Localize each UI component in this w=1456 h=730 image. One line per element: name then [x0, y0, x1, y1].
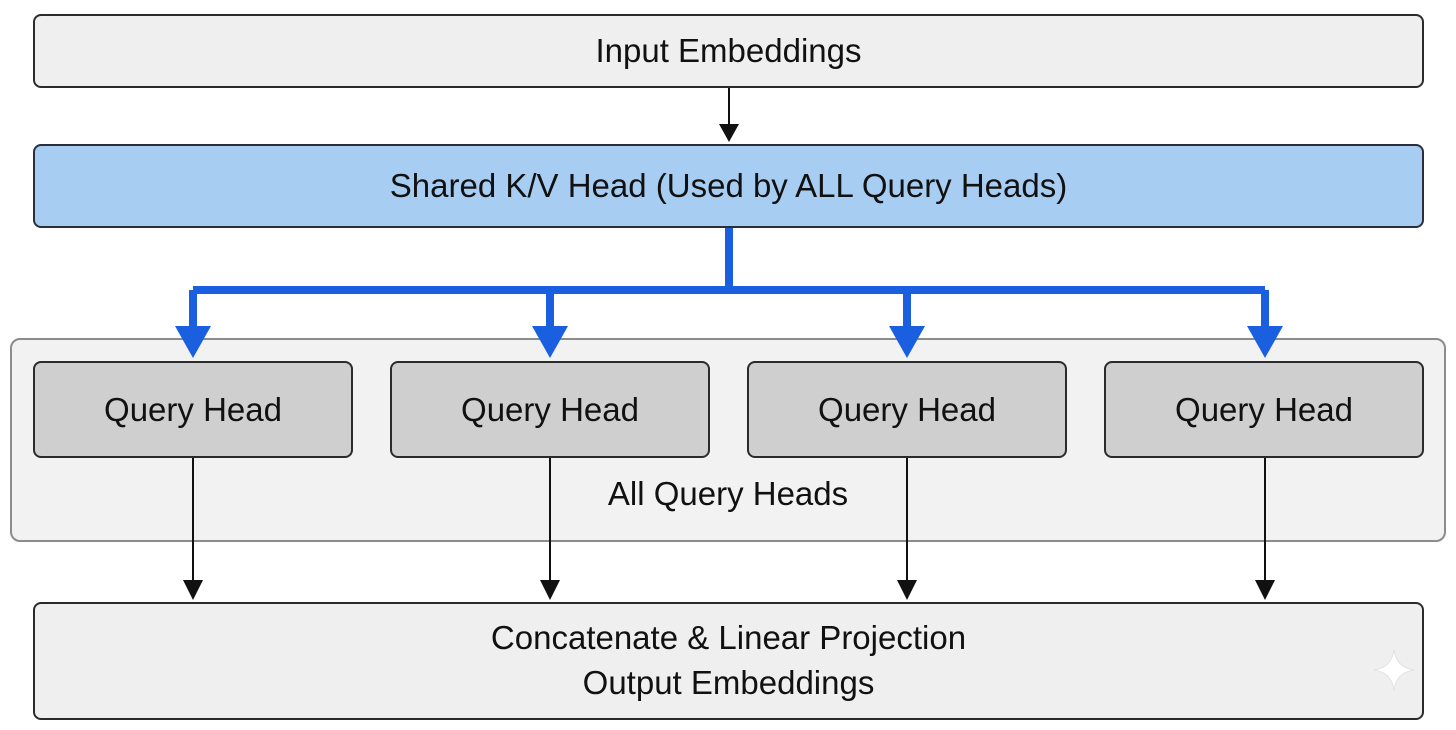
blue-branch-connector: [193, 228, 1265, 294]
arrow-input-to-shared: [719, 88, 739, 142]
query-head-label: Query Head: [104, 390, 282, 428]
arrow-query-3-to-output: [897, 458, 917, 600]
shared-kv-head-box: Shared K/V Head (Used by ALL Query Heads…: [33, 144, 1424, 228]
output-embeddings-label: Output Embeddings: [582, 664, 875, 701]
output-box: Concatenate & Linear Projection Output E…: [33, 602, 1424, 720]
arrow-query-2-to-output: [540, 458, 560, 600]
query-head-label: Query Head: [461, 390, 639, 428]
query-head-4: Query Head: [1104, 361, 1424, 458]
blue-arrow-4: [1247, 290, 1283, 358]
blue-arrow-2: [532, 290, 568, 358]
arrow-query-1-to-output: [183, 458, 203, 600]
all-query-heads-label: All Query Heads: [607, 475, 849, 512]
query-head-label: Query Head: [818, 390, 996, 428]
input-embeddings-label: Input Embeddings: [595, 31, 862, 69]
query-head-1: Query Head: [33, 361, 353, 458]
arrow-query-4-to-output: [1255, 458, 1275, 600]
blue-arrow-3: [889, 290, 925, 358]
query-head-label: Query Head: [1175, 390, 1353, 428]
query-head-3: Query Head: [747, 361, 1067, 458]
input-embeddings-box: Input Embeddings: [33, 14, 1424, 88]
sparkle-icon: [1373, 649, 1415, 691]
query-head-2: Query Head: [390, 361, 710, 458]
blue-arrow-1: [175, 290, 211, 358]
concatenate-projection-label: Concatenate & Linear Projection: [490, 619, 967, 657]
shared-kv-head-label: Shared K/V Head (Used by ALL Query Heads…: [389, 166, 1068, 204]
